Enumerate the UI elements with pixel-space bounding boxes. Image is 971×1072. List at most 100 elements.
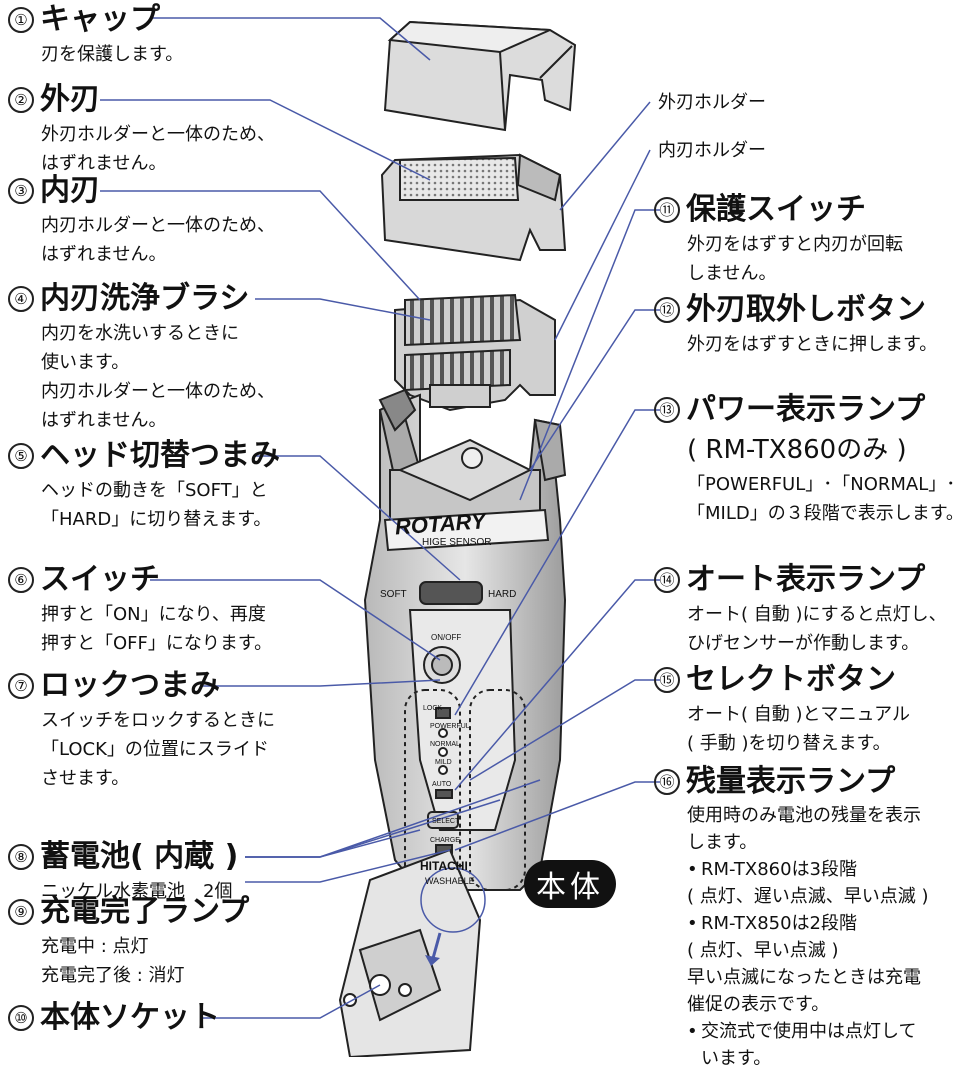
bullet-text: 交流式で使用中は点灯して <box>701 1021 917 1042</box>
part-number: ⑭ <box>654 567 680 593</box>
select-text: SELECT <box>432 818 460 825</box>
outer-holder-label: 外刃ホルダー <box>658 92 766 113</box>
part-desc: 充電完了後 : 消灯 <box>41 965 185 986</box>
main-body-badge: 本体 <box>524 860 616 908</box>
part-title: 本体ソケット <box>40 1000 220 1035</box>
part-desc: 押すと「ON」になり、再度 <box>41 604 266 625</box>
charge-text: CHARGE <box>430 837 460 844</box>
washable-text: WASHABLE <box>425 876 475 886</box>
part-number: ⑫ <box>654 297 680 323</box>
part-desc: しません。 <box>687 263 777 284</box>
bullet-item: 交流式で使用中は点灯して <box>687 1018 929 1045</box>
part-desc: はずれません。 <box>41 153 167 174</box>
part-number: ⑬ <box>654 397 680 423</box>
socket-drawing <box>338 848 482 1057</box>
part-number: ⑧ <box>8 844 34 870</box>
part-number: ⑨ <box>8 899 34 925</box>
part-desc: ヘッドの動きを「SOFT」と <box>41 480 268 501</box>
part-title: 外刃 <box>40 82 100 117</box>
part-desc: はずれません。 <box>41 244 167 265</box>
part-desc: 使用時のみ電池の残量を表示 <box>687 805 921 826</box>
part-desc: 「MILD」の３段階で表示します。 <box>687 503 964 524</box>
zoom-circle <box>420 867 486 933</box>
part-title: ヘッド切替つまみ <box>40 438 280 473</box>
part-desc: います。 <box>701 1048 772 1069</box>
inner-holder-label: 内刃ホルダー <box>658 140 766 161</box>
lock-text: LOCK <box>423 705 442 712</box>
part-desc: 押すと「OFF」になります。 <box>41 633 273 654</box>
normal-text: NORMAL <box>430 741 460 748</box>
part-desc: 内刃ホルダーと一体のため、 <box>41 215 275 236</box>
part-desc: します。 <box>687 832 758 853</box>
part-desc: オート( 自動 )にすると点灯し、 <box>687 604 947 625</box>
bullet-item: RM-TX850は2段階 <box>687 910 929 937</box>
part-desc: 早い点滅になったときは充電 <box>687 967 921 988</box>
part-title: オート表示ランプ <box>686 562 926 597</box>
part-desc: 外刃をはずすと内刃が回転 <box>687 234 903 255</box>
inner-blade-drawing <box>394 293 556 412</box>
part-desc: オート( 自動 )とマニュアル <box>687 704 910 725</box>
part-title: 蓄電池( 内蔵 ) <box>40 839 239 874</box>
part-number: ⑤ <box>8 443 34 469</box>
part-desc: 外刃ホルダーと一体のため、 <box>41 124 275 145</box>
part-number: ④ <box>8 286 34 312</box>
part-title: 保護スイッチ <box>686 192 866 227</box>
part-desc: 使います。 <box>41 352 130 373</box>
part-number: ③ <box>8 178 34 204</box>
outer-blade-drawing <box>380 153 567 262</box>
part-title: ロックつまみ <box>40 668 220 703</box>
soft-text: SOFT <box>380 589 407 600</box>
part-number: ⑪ <box>654 197 680 223</box>
part-title: 内刃洗浄ブラシ <box>40 281 250 316</box>
part-number: ② <box>8 87 34 113</box>
part-desc: スイッチをロックするときに <box>41 710 275 731</box>
onoff-text: ON/OFF <box>431 633 461 642</box>
leader-lines <box>100 17 660 1019</box>
cap-drawing <box>383 20 577 132</box>
part-title: パワー表示ランプ <box>686 392 926 427</box>
part-desc: 「HARD」に切り替えます。 <box>41 509 272 530</box>
part-desc: 内刃を水洗いするときに <box>41 323 239 344</box>
main-body-drawing <box>363 388 567 891</box>
bullet-text: RM-TX860は3段階 <box>701 859 858 880</box>
part-number: ⑯ <box>654 769 680 795</box>
part-desc: 外刃をはずすときに押します。 <box>687 334 938 355</box>
part-title: 内刃 <box>40 173 100 208</box>
part-desc: ひげセンサーが作動します。 <box>687 633 920 654</box>
auto-text: AUTO <box>432 781 452 788</box>
hitachi-text: HITACHI <box>420 859 468 873</box>
part-desc: ( 手動 )を切り替えます。 <box>687 733 891 754</box>
sensor-text: HIGE SENSOR <box>422 537 491 548</box>
hard-text: HARD <box>488 589 516 600</box>
bullet-item: RM-TX860は3段階 <box>687 856 929 883</box>
mild-text: MILD <box>435 759 452 766</box>
part-desc: 「LOCK」の位置にスライド <box>41 739 269 760</box>
bullet-text: RM-TX850は2段階 <box>701 913 858 934</box>
bullet-note: ( 点灯、早い点滅 ) <box>687 940 839 961</box>
part-title: 残量表示ランプ <box>686 764 896 799</box>
part-number: ⑥ <box>8 567 34 593</box>
part-desc: させます。 <box>41 768 130 789</box>
part-desc: 充電中 : 点灯 <box>41 936 149 957</box>
part-title: 充電完了ランプ <box>40 894 250 929</box>
part-desc: はずれません。 <box>41 410 167 431</box>
part-number: ⑦ <box>8 673 34 699</box>
part-title: セレクトボタン <box>686 662 896 697</box>
part-desc: 刃を保護します。 <box>41 44 184 65</box>
part-desc: 催促の表示です。 <box>687 994 830 1015</box>
part-number: ⑮ <box>654 667 680 693</box>
